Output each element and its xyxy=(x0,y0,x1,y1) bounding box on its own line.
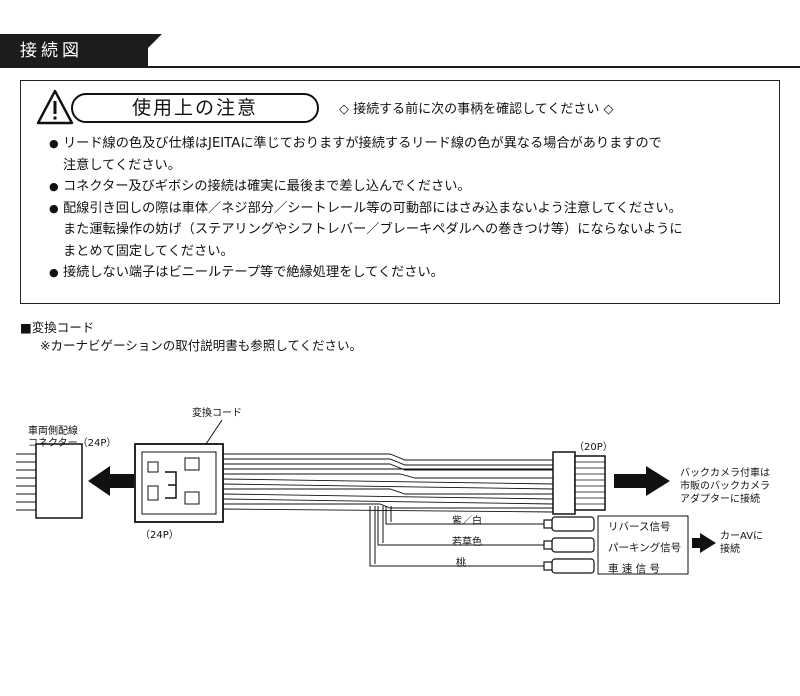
vehicle-connector-label-2: コネクター（24P） xyxy=(28,438,117,449)
warning-icon xyxy=(36,89,74,125)
wire-1-color: 紫／白 xyxy=(452,516,482,527)
caution-panel: 使用上の注意 ◇ 接続する前に次の事柄を確認してください ◇ リード線の色及び仕… xyxy=(20,80,780,304)
wire-bundle xyxy=(222,453,554,513)
signal-reverse: リバース信号 xyxy=(608,521,671,533)
camera-note-2: 市販のバックカメラ xyxy=(680,481,770,492)
conversion-connector-24p xyxy=(134,443,224,523)
signal-terminals xyxy=(543,516,595,574)
caution-item: リード線の色及び仕様はJEITAに準じておりますが接続するリード線の色が異なる場… xyxy=(49,133,769,155)
caution-item: コネクター及びギボシの接続は確実に最後まで差し込んでください。 xyxy=(49,176,769,198)
caution-note: ◇ 接続する前に次の事柄を確認してください ◇ xyxy=(339,102,614,117)
wire-2-color: 若草色 xyxy=(452,537,482,548)
car-av-label-2: 接続 xyxy=(720,544,740,555)
caution-heading: 使用上の注意 xyxy=(71,93,319,123)
caution-list: リード線の色及び仕様はJEITAに準じておりますが接続するリード線の色が異なる場… xyxy=(49,133,769,284)
small-right-arrow-icon xyxy=(692,533,716,553)
connector-20p xyxy=(552,451,606,515)
signal-bracket xyxy=(597,515,689,575)
camera-note-1: バックカメラ付車は xyxy=(680,468,770,479)
title-tab-tip xyxy=(128,34,162,68)
caution-item-cont: 注意してください。 xyxy=(63,157,181,173)
wire-3-color: 桃 xyxy=(456,558,466,569)
pin-24p-label: （24P） xyxy=(140,530,179,541)
camera-note-3: アダプターに接続 xyxy=(680,494,760,505)
right-arrow-icon xyxy=(614,466,670,496)
caution-item: 接続しない端子はビニールテープ等で絶縁処理をしてください。 xyxy=(49,262,769,284)
signal-speed: 車 速 信 号 xyxy=(608,563,661,575)
caution-item-cont: また運転操作の妨げ（ステアリングやシフトレバー／ブレーキペダルへの巻きつけ等）に… xyxy=(63,222,683,237)
caution-item: 配線引き回しの際は車体／ネジ部分／シートレール等の可動部にはさみ込まないよう注意… xyxy=(49,198,769,220)
section-title: ■変換コード xyxy=(20,320,95,335)
vehicle-connector-label: 車両側配線 xyxy=(28,426,78,437)
header-rule xyxy=(128,66,800,68)
section-note: ※カーナビゲーションの取付説明書も参照してください。 xyxy=(40,338,362,353)
vehicle-connector xyxy=(16,443,83,519)
left-arrow-icon xyxy=(88,466,134,496)
branch-wires xyxy=(369,506,552,567)
signal-parking: パーキング信号 xyxy=(608,542,682,554)
pin-20p-label: （20P） xyxy=(574,442,613,453)
page-title: 接続図 xyxy=(0,34,148,68)
header-bar: 接続図 xyxy=(0,34,800,68)
car-av-label-1: カーAVに xyxy=(720,531,764,542)
caution-item-cont: まとめて固定してください。 xyxy=(63,243,234,259)
conversion-cord-label: 変換コード xyxy=(192,408,242,419)
